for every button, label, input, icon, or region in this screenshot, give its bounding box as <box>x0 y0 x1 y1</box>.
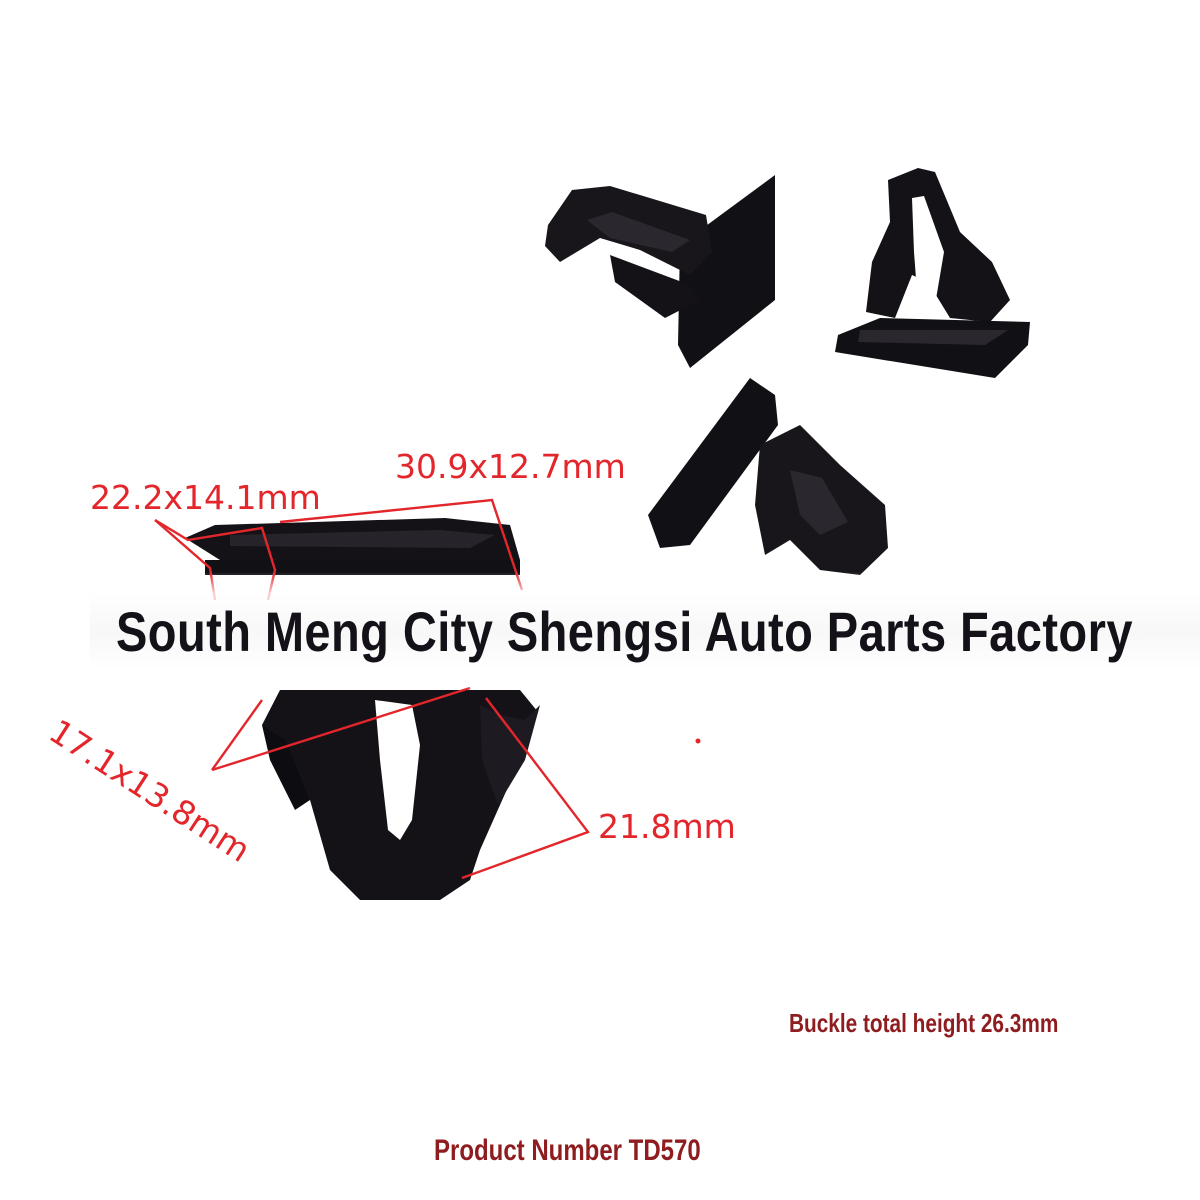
clip-photo-main <box>185 518 540 900</box>
clip-photo-upright <box>835 168 1030 378</box>
buckle-height-caption: Buckle total height 26.3mm <box>789 1008 1059 1038</box>
dimension-label-leg-height: 21.8mm <box>598 807 736 846</box>
dimension-label-head-top: 22.2x14.1mm <box>90 478 321 517</box>
dimension-label-head-bottom: 30.9x12.7mm <box>395 447 626 486</box>
product-number-caption: Product Number TD570 <box>434 1134 701 1167</box>
red-dot-mark <box>695 738 701 744</box>
clip-photo-side-view <box>545 175 775 368</box>
clip-photo-tilted <box>648 378 888 575</box>
watermark-text: South Meng City Shengsi Auto Parts Facto… <box>116 600 1133 663</box>
watermark-band <box>90 572 1200 690</box>
